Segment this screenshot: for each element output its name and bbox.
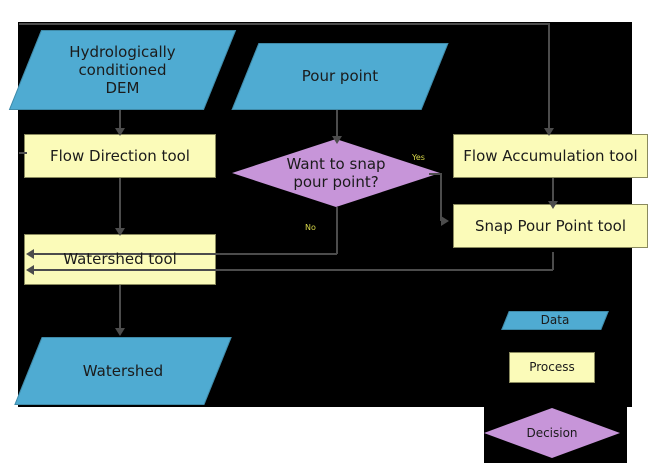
connector-pour-point-to-decision [336, 110, 338, 139]
arrowhead-into-flow-direction [115, 128, 125, 136]
legend-label-process: Process [529, 360, 575, 375]
node-hydrologically-conditioned-dem[interactable]: Hydrologically conditioned DEM [8, 30, 237, 110]
connector-left-stub-flow-direction [19, 152, 27, 154]
node-snap-pour-point-tool[interactable]: Snap Pour Point tool [453, 204, 648, 248]
connector-watershed-tool-to-watershed [119, 285, 121, 330]
legend-item-decision: Decision [484, 408, 620, 458]
connector-snap-to-watershed-drop [552, 252, 554, 270]
connector-yes-drop [440, 173, 442, 221]
node-label: Flow Accumulation tool [463, 146, 638, 165]
connector-yes-horizontal [429, 173, 442, 175]
connector-dem-to-accumulation-drop [548, 23, 550, 131]
branch-label-no: No [305, 223, 316, 232]
arrowhead-snap-into-watershed-tool [26, 265, 34, 275]
connector-no-drop [336, 207, 338, 254]
connector-no-horizontal [32, 253, 337, 255]
node-want-to-snap-pour-point-decision[interactable]: Want to snap pour point? [232, 139, 440, 207]
legend-item-process: Process [509, 352, 595, 383]
node-flow-accumulation-tool[interactable]: Flow Accumulation tool [453, 134, 648, 178]
node-label: Watershed [82, 361, 164, 380]
arrowhead-into-flow-accumulation [544, 128, 554, 136]
connector-accumulation-to-snap [552, 178, 554, 203]
node-label: Pour point [301, 67, 379, 86]
arrowhead-into-snap-pour-point [441, 216, 449, 226]
arrowhead-into-decision [332, 136, 342, 144]
legend-label-data: Data [540, 313, 570, 328]
connector-dem-to-flow-direction [119, 110, 121, 131]
node-flow-direction-tool[interactable]: Flow Direction tool [24, 134, 216, 178]
branch-label-yes: Yes [412, 153, 425, 162]
arrowhead-no-into-watershed-tool [26, 249, 34, 259]
arrowhead-accumulation-into-snap [548, 201, 558, 209]
node-watershed-tool[interactable]: Watershed tool [24, 234, 216, 285]
node-label: Want to snap pour point? [286, 154, 386, 191]
arrowhead-into-watershed-tool [115, 228, 125, 236]
node-label: Flow Direction tool [50, 146, 190, 165]
node-label: Watershed tool [63, 250, 177, 269]
node-label: Hydrologically conditioned DEM [69, 42, 176, 98]
connector-snap-to-watershed-horizontal [32, 269, 553, 271]
legend-item-data: Data [501, 311, 609, 330]
node-label: Snap Pour Point tool [474, 216, 627, 235]
node-watershed[interactable]: Watershed [14, 337, 232, 405]
arrowhead-into-watershed [115, 328, 125, 336]
node-pour-point[interactable]: Pour point [231, 43, 449, 110]
connector-dem-to-accumulation-top [19, 23, 550, 25]
connector-flow-direction-to-watershed-tool [119, 178, 121, 230]
legend-label-decision: Decision [526, 425, 578, 440]
